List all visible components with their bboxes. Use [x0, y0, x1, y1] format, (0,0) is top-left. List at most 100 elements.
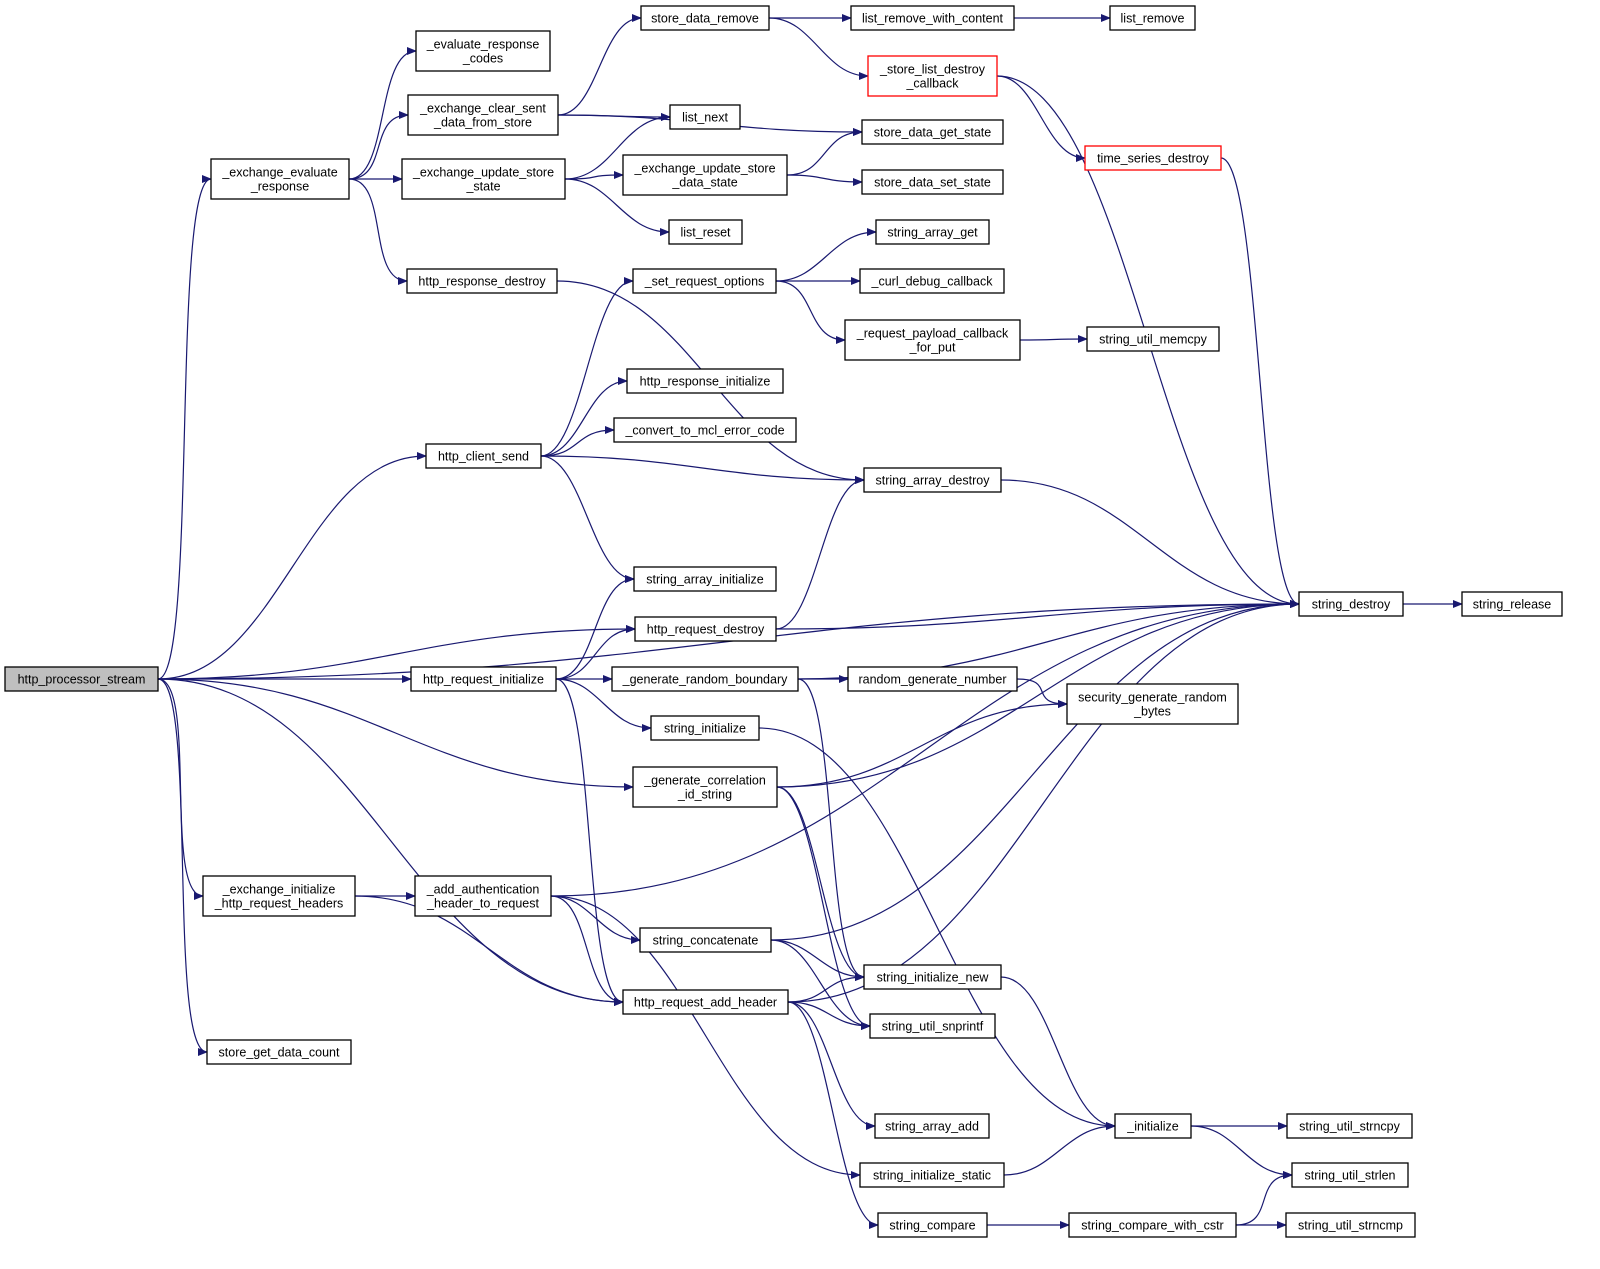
edge-add-authentication-header-to-request-to-http-request-add-header [550, 895, 624, 1006]
node-initialize[interactable]: _initialize [1114, 1113, 1192, 1139]
edge-request-payload-callback-for-put-to-string-util-memcpy [1019, 335, 1088, 344]
node-box [210, 158, 350, 200]
node-box [869, 1013, 996, 1039]
node-http-request-initialize[interactable]: http_request_initialize [410, 666, 557, 692]
node-string-array-get[interactable]: string_array_get [875, 219, 990, 245]
node-label: string_initialize_static [873, 1169, 991, 1183]
edge-http-request-initialize-to-http-request-destroy [555, 625, 636, 680]
node-label: _response [250, 180, 309, 194]
node-box [859, 268, 1005, 294]
node-box [202, 875, 356, 917]
node-store-data-set-state[interactable]: store_data_set_state [861, 169, 1004, 195]
node-evaluate-response-codes[interactable]: _evaluate_response_codes [415, 30, 551, 72]
node-box [410, 666, 557, 692]
node-list-reset[interactable]: list_reset [668, 219, 743, 245]
edge-exchange-update-store-data-state-to-store-data-set-state [786, 174, 863, 186]
node-http-processor-stream[interactable]: http_processor_stream [4, 666, 159, 692]
node-string-util-strlen[interactable]: string_util_strlen [1291, 1162, 1409, 1188]
node-label: _data_state [671, 176, 737, 190]
node-exchange-clear-sent-data-from-store[interactable]: _exchange_clear_sent_data_from_store [407, 94, 559, 136]
node-box [634, 616, 777, 642]
node-random-generate-number[interactable]: random_generate_number [847, 666, 1018, 692]
node-list-next[interactable]: list_next [669, 104, 741, 130]
node-box [401, 158, 566, 200]
node-string-util-memcpy[interactable]: string_util_memcpy [1086, 326, 1220, 352]
node-label: _initialize [1126, 1120, 1178, 1134]
node-string-array-destroy[interactable]: string_array_destroy [863, 467, 1002, 493]
node-label: list_remove_with_content [862, 12, 1004, 26]
node-string-initialize-new[interactable]: string_initialize_new [863, 964, 1002, 990]
node-label: string_compare [889, 1219, 975, 1233]
node-string-array-add[interactable]: string_array_add [874, 1113, 990, 1139]
node-box [622, 154, 788, 196]
node-security-generate-random-bytes[interactable]: security_generate_random_bytes [1066, 683, 1239, 725]
node-box [1068, 1212, 1237, 1238]
node-exchange-update-store-data-state[interactable]: _exchange_update_store_data_state [622, 154, 788, 196]
node-exchange-initialize-http-request-headers[interactable]: _exchange_initialize_http_request_header… [202, 875, 356, 917]
node-box [414, 875, 552, 917]
node-http-request-destroy[interactable]: http_request_destroy [634, 616, 777, 642]
node-label: string_initialize_new [877, 971, 990, 985]
edge-generate-random-boundary-to-string-initialize-new [797, 678, 865, 981]
node-store-data-remove[interactable]: store_data_remove [640, 5, 770, 31]
node-http-response-destroy[interactable]: http_response_destroy [406, 268, 558, 294]
node-string-util-strncpy[interactable]: string_util_strncpy [1286, 1113, 1413, 1139]
node-box [1291, 1162, 1409, 1188]
node-box [1286, 1113, 1413, 1139]
edge-string-concatenate-to-string-destroy [770, 600, 1300, 941]
node-string-util-snprintf[interactable]: string_util_snprintf [869, 1013, 996, 1039]
node-label: string_array_destroy [876, 474, 991, 488]
node-box [640, 5, 770, 31]
node-label: _state [465, 180, 500, 194]
edge-http-request-add-header-to-string-array-add [787, 1001, 876, 1130]
node-list-remove-with-content[interactable]: list_remove_with_content [850, 5, 1015, 31]
edge-http-request-add-header-to-string-compare [787, 1001, 879, 1229]
node-http-client-send[interactable]: http_client_send [425, 443, 542, 469]
node-label: string_util_memcpy [1099, 333, 1207, 347]
edge-exchange-update-store-state-to-list-next [564, 113, 671, 180]
edge-http-request-initialize-to-string-initialize [555, 678, 652, 732]
node-box [1086, 326, 1220, 352]
node-string-compare[interactable]: string_compare [877, 1212, 988, 1238]
node-curl-debug-callback[interactable]: _curl_debug_callback [859, 268, 1005, 294]
edge-http-processor-stream-to-http-client-send [157, 452, 427, 680]
node-string-initialize-static[interactable]: string_initialize_static [859, 1162, 1005, 1188]
node-label: _set_request_options [644, 275, 765, 289]
edge-http-request-initialize-to-string-array-initialize [555, 575, 635, 680]
node-label: string_util_snprintf [882, 1020, 984, 1034]
node-string-initialize[interactable]: string_initialize [650, 715, 760, 741]
node-store-data-get-state[interactable]: store_data_get_state [861, 119, 1004, 145]
node-store-get-data-count[interactable]: store_get_data_count [206, 1039, 352, 1065]
node-http-response-initialize[interactable]: http_response_initialize [626, 368, 784, 394]
node-generate-correlation-id-string[interactable]: _generate_correlation_id_string [632, 766, 778, 808]
node-time-series-destroy[interactable]: time_series_destroy [1084, 145, 1222, 171]
node-box [626, 368, 784, 394]
edge-http-client-send-to-convert-to-mcl-error-code [540, 426, 615, 457]
node-label: http_request_destroy [647, 623, 765, 637]
node-string-destroy[interactable]: string_destroy [1298, 591, 1404, 617]
node-box [877, 1212, 988, 1238]
node-label: string_array_get [887, 226, 978, 240]
node-exchange-evaluate-response[interactable]: _exchange_evaluate_response [210, 158, 350, 200]
node-request-payload-callback-for-put[interactable]: _request_payload_callback_for_put [844, 319, 1021, 361]
node-label: string_array_add [885, 1120, 979, 1134]
node-string-array-initialize[interactable]: string_array_initialize [633, 566, 777, 592]
node-box [611, 666, 799, 692]
node-generate-random-boundary[interactable]: _generate_random_boundary [611, 666, 799, 692]
node-label: _id_string [677, 788, 732, 802]
node-label: _evaluate_response [426, 38, 540, 52]
node-string-compare-with-cstr[interactable]: string_compare_with_cstr [1068, 1212, 1237, 1238]
node-string-util-strncmp[interactable]: string_util_strncmp [1285, 1212, 1416, 1238]
node-box [850, 5, 1015, 31]
node-set-request-options[interactable]: _set_request_options [632, 268, 777, 294]
node-add-authentication-header-to-request[interactable]: _add_authentication_header_to_request [414, 875, 552, 917]
node-string-concatenate[interactable]: string_concatenate [639, 927, 772, 953]
node-list-remove[interactable]: list_remove [1109, 5, 1196, 31]
node-label: string_concatenate [653, 934, 759, 948]
node-convert-to-mcl-error-code[interactable]: _convert_to_mcl_error_code [613, 417, 797, 443]
node-http-request-add-header[interactable]: http_request_add_header [622, 989, 789, 1015]
node-store-list-destroy-callback[interactable]: _store_list_destroy_callback [867, 55, 998, 97]
node-label: _store_list_destroy [879, 63, 986, 77]
node-exchange-update-store-state[interactable]: _exchange_update_store_state [401, 158, 566, 200]
node-string-release[interactable]: string_release [1461, 591, 1563, 617]
